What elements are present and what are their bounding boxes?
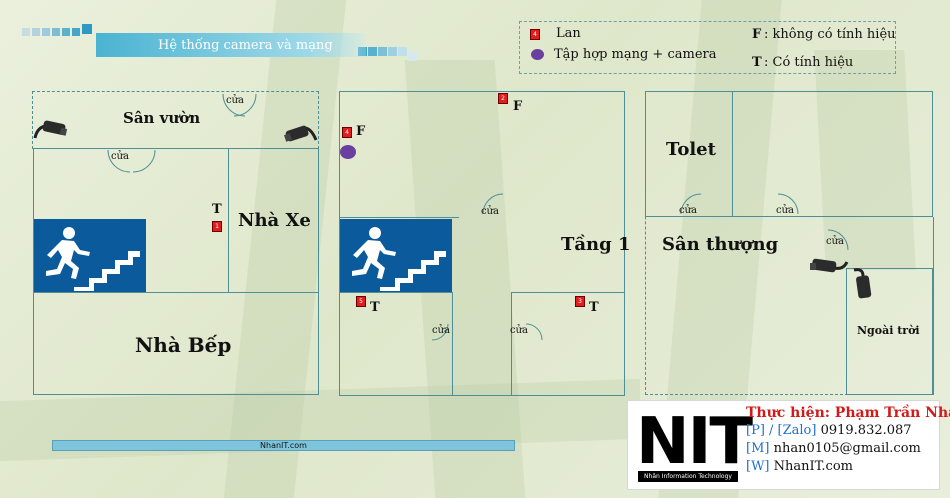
author-name: Thực hiện: Phạm Trần Nhân: [746, 405, 950, 421]
door-floor1: cửa: [477, 192, 517, 222]
decor-pixel: [22, 28, 30, 36]
door-label: cửa: [432, 325, 451, 336]
legend-f-key: F: [752, 27, 762, 42]
door-kitchen: cửa: [107, 148, 156, 178]
legend-f-desc: : không có tính hiệu: [764, 27, 896, 42]
wall-divider: [339, 292, 452, 293]
decor-pixel: [62, 28, 70, 36]
web-tag: [W]: [746, 459, 770, 474]
stairs-sign-left: [34, 219, 146, 292]
door-toilet-left: cửa: [675, 192, 715, 222]
lan-node-5: 5: [356, 296, 366, 307]
logo-subbar: Nhân Information Technology: [638, 471, 738, 482]
door-garden: cửa: [222, 92, 262, 122]
legend-lan-node: 4: [530, 29, 540, 40]
door-label: cửa: [226, 95, 245, 106]
room-toilet-label: Tolet: [666, 139, 716, 160]
wall-divider: [452, 292, 453, 396]
door-label: cửa: [826, 236, 845, 247]
phone-value: 0919.832.087: [820, 423, 912, 438]
roof-upper-section: [645, 91, 933, 217]
door-label: cửa: [776, 205, 795, 216]
mail-tag: [M]: [746, 441, 770, 456]
wall-divider: [339, 217, 459, 218]
camera-icon: [33, 120, 68, 139]
network-hub-dot: [340, 145, 356, 159]
room-terrace-label: Sân thượng: [662, 234, 779, 255]
lan-node-2: 2: [498, 93, 508, 104]
door-label: cửa: [111, 151, 130, 162]
decor-pixel: [42, 28, 50, 36]
lan-node-1: 1: [212, 221, 222, 232]
decor-pixel: [368, 47, 377, 56]
lan-node-4: 4: [342, 127, 352, 138]
decor-pixel: [72, 28, 80, 36]
mail-value: nhan0105@gmail.com: [773, 441, 921, 456]
footer-site-bar: NhanIT.com: [52, 440, 515, 451]
logo-subtitle: Nhân Information Technology: [644, 473, 732, 480]
nit-logo: NIT Nhân Information Technology: [636, 405, 753, 485]
room-garden-label: Sân vườn: [123, 109, 201, 127]
legend-t-key: T: [752, 55, 762, 70]
legend-t-desc: : Có tính hiệu: [764, 55, 854, 70]
lan-node-3: 3: [575, 296, 585, 307]
contact-mail: [M] nhan0105@gmail.com: [746, 441, 921, 456]
contact-web: [W] NhanIT.com: [746, 459, 853, 474]
signal-node-2: F: [513, 99, 523, 114]
decor-pixel: [408, 52, 417, 61]
footer-site-label: NhanIT.com: [260, 441, 307, 450]
web-value: NhanIT.com: [773, 459, 853, 474]
camera-icon: [853, 268, 872, 299]
phone-tag: [P] / [Zalo]: [746, 423, 817, 438]
decor-pixel: [388, 47, 397, 56]
wall-divider: [933, 217, 934, 395]
signal-node-3: T: [589, 300, 599, 315]
door-room-3: cửa: [506, 320, 546, 350]
room-floor1-label: Tầng 1: [561, 234, 631, 255]
decor-pixel: [398, 47, 407, 56]
legend-lan-label: Lan: [556, 26, 581, 41]
author-card: NIT Nhân Information Technology Thực hiệ…: [627, 400, 950, 490]
garden-area: [32, 91, 319, 149]
wall-divider: [732, 91, 733, 217]
legend: 4 Lan Tập hợp mạng + camera F : không có…: [519, 21, 896, 74]
door-label: cửa: [510, 325, 529, 336]
signal-node-5: T: [370, 300, 380, 315]
camera-icon: [810, 258, 849, 273]
decor-pixel: [82, 24, 92, 34]
wall-divider: [33, 292, 319, 293]
decor-pixel: [378, 47, 387, 56]
signal-node-4: F: [356, 124, 366, 139]
legend-hub-label: Tập hợp mạng + camera: [554, 47, 717, 62]
door-outdoor: cửa: [822, 228, 862, 258]
camera-icon: [284, 125, 318, 142]
stairs-icon: [352, 227, 446, 291]
room-garage-label: Nhà Xe: [238, 210, 311, 231]
signal-node-1: T: [212, 202, 222, 217]
floor1-room-right: [511, 292, 625, 396]
outdoor-area: [846, 268, 933, 395]
door-toilet-right: cửa: [772, 192, 812, 222]
floor1-outline: [339, 91, 625, 396]
logo-text: NIT: [636, 405, 753, 479]
page-title: Hệ thống camera và mạng: [158, 38, 333, 53]
contact-phone: [P] / [Zalo] 0919.832.087: [746, 423, 912, 438]
decor-pixel: [52, 28, 60, 36]
door-label: cửa: [679, 205, 698, 216]
decor-pixel: [32, 28, 40, 36]
stairs-icon: [46, 227, 140, 291]
room-outdoor-label: Ngoài trời: [857, 324, 920, 337]
door-room-5: cửa: [428, 320, 468, 350]
room-kitchen-label: Nhà Bếp: [135, 333, 232, 357]
legend-hub-dot: [531, 49, 544, 60]
door-label: cửa: [481, 206, 500, 217]
title-banner: Hệ thống camera và mạng: [96, 33, 366, 57]
stairs-sign-floor1: [340, 219, 452, 292]
